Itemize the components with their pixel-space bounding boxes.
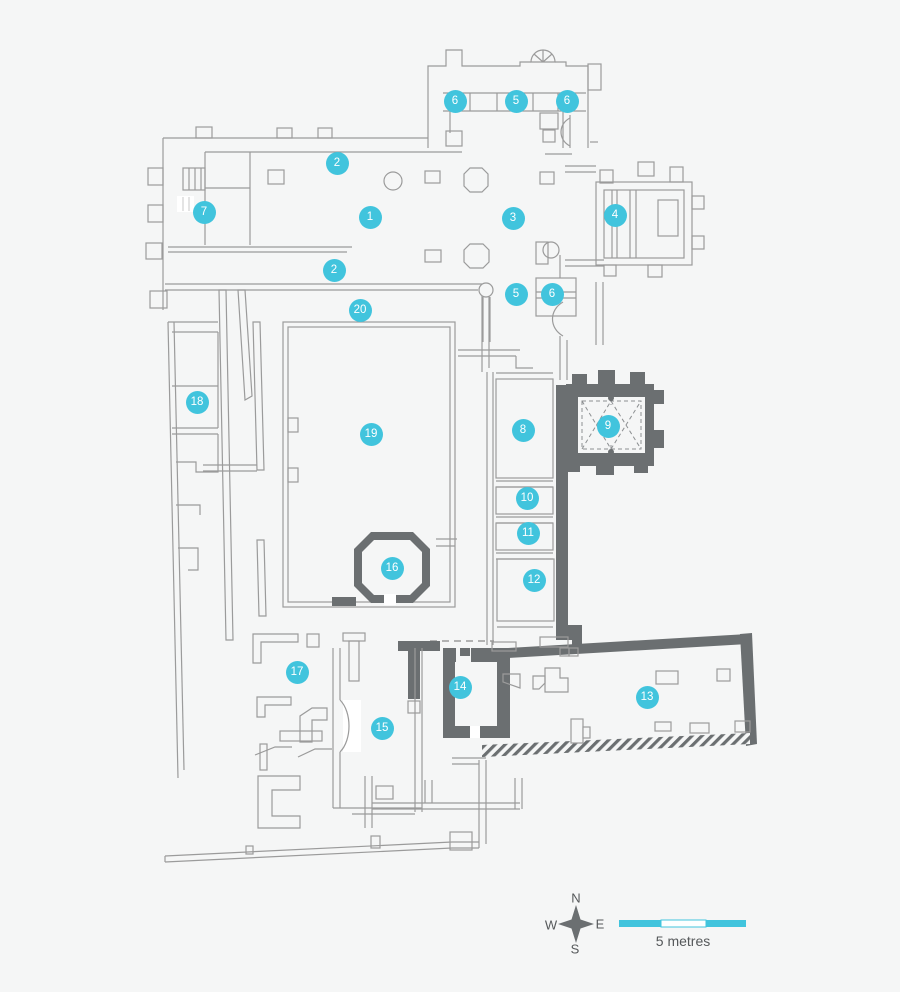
map-marker-13[interactable]: 13: [635, 685, 659, 709]
chapter-house: [566, 370, 664, 475]
map-marker-16[interactable]: 16: [380, 556, 404, 580]
map-marker-17[interactable]: 17: [285, 660, 309, 684]
south-buildings: [164, 632, 523, 863]
map-marker-1[interactable]: 1: [358, 205, 382, 229]
map-marker-19[interactable]: 19: [359, 422, 383, 446]
map-marker-7[interactable]: 7: [192, 200, 216, 224]
map-marker-5[interactable]: 5: [504, 89, 528, 113]
map-marker-18[interactable]: 18: [185, 390, 209, 414]
map-marker-2[interactable]: 2: [322, 258, 346, 282]
west-range: [167, 289, 267, 779]
map-marker-2[interactable]: 2: [325, 151, 349, 175]
map-marker-11[interactable]: 11: [516, 521, 540, 545]
map-marker-9[interactable]: 9: [596, 414, 620, 438]
church-outline: [145, 126, 598, 310]
scale-bar-label: 5 metres: [655, 933, 711, 949]
map-marker-6[interactable]: 6: [443, 89, 467, 113]
map-marker-3[interactable]: 3: [501, 206, 525, 230]
compass-label-south: S: [570, 941, 580, 957]
map-marker-8[interactable]: 8: [511, 418, 535, 442]
map-marker-14[interactable]: 14: [448, 675, 472, 699]
great-hall: [482, 633, 757, 757]
compass-rose: [558, 905, 594, 943]
map-marker-4[interactable]: 4: [603, 203, 627, 227]
map-marker-10[interactable]: 10: [515, 486, 539, 510]
compass-label-west: W: [544, 917, 558, 933]
map-marker-5[interactable]: 5: [504, 282, 528, 306]
compass-label-north: N: [571, 890, 581, 906]
map-marker-6[interactable]: 6: [540, 282, 564, 306]
map-marker-20[interactable]: 20: [348, 298, 372, 322]
map-marker-15[interactable]: 15: [370, 716, 394, 740]
scale-bar: [619, 919, 746, 928]
kitchen: [398, 641, 510, 738]
cloister: [282, 321, 457, 608]
map-marker-6[interactable]: 6: [555, 89, 579, 113]
octagon-lavatorium: [332, 532, 430, 606]
map-marker-12[interactable]: 12: [522, 568, 546, 592]
compass-label-east: E: [595, 916, 605, 932]
